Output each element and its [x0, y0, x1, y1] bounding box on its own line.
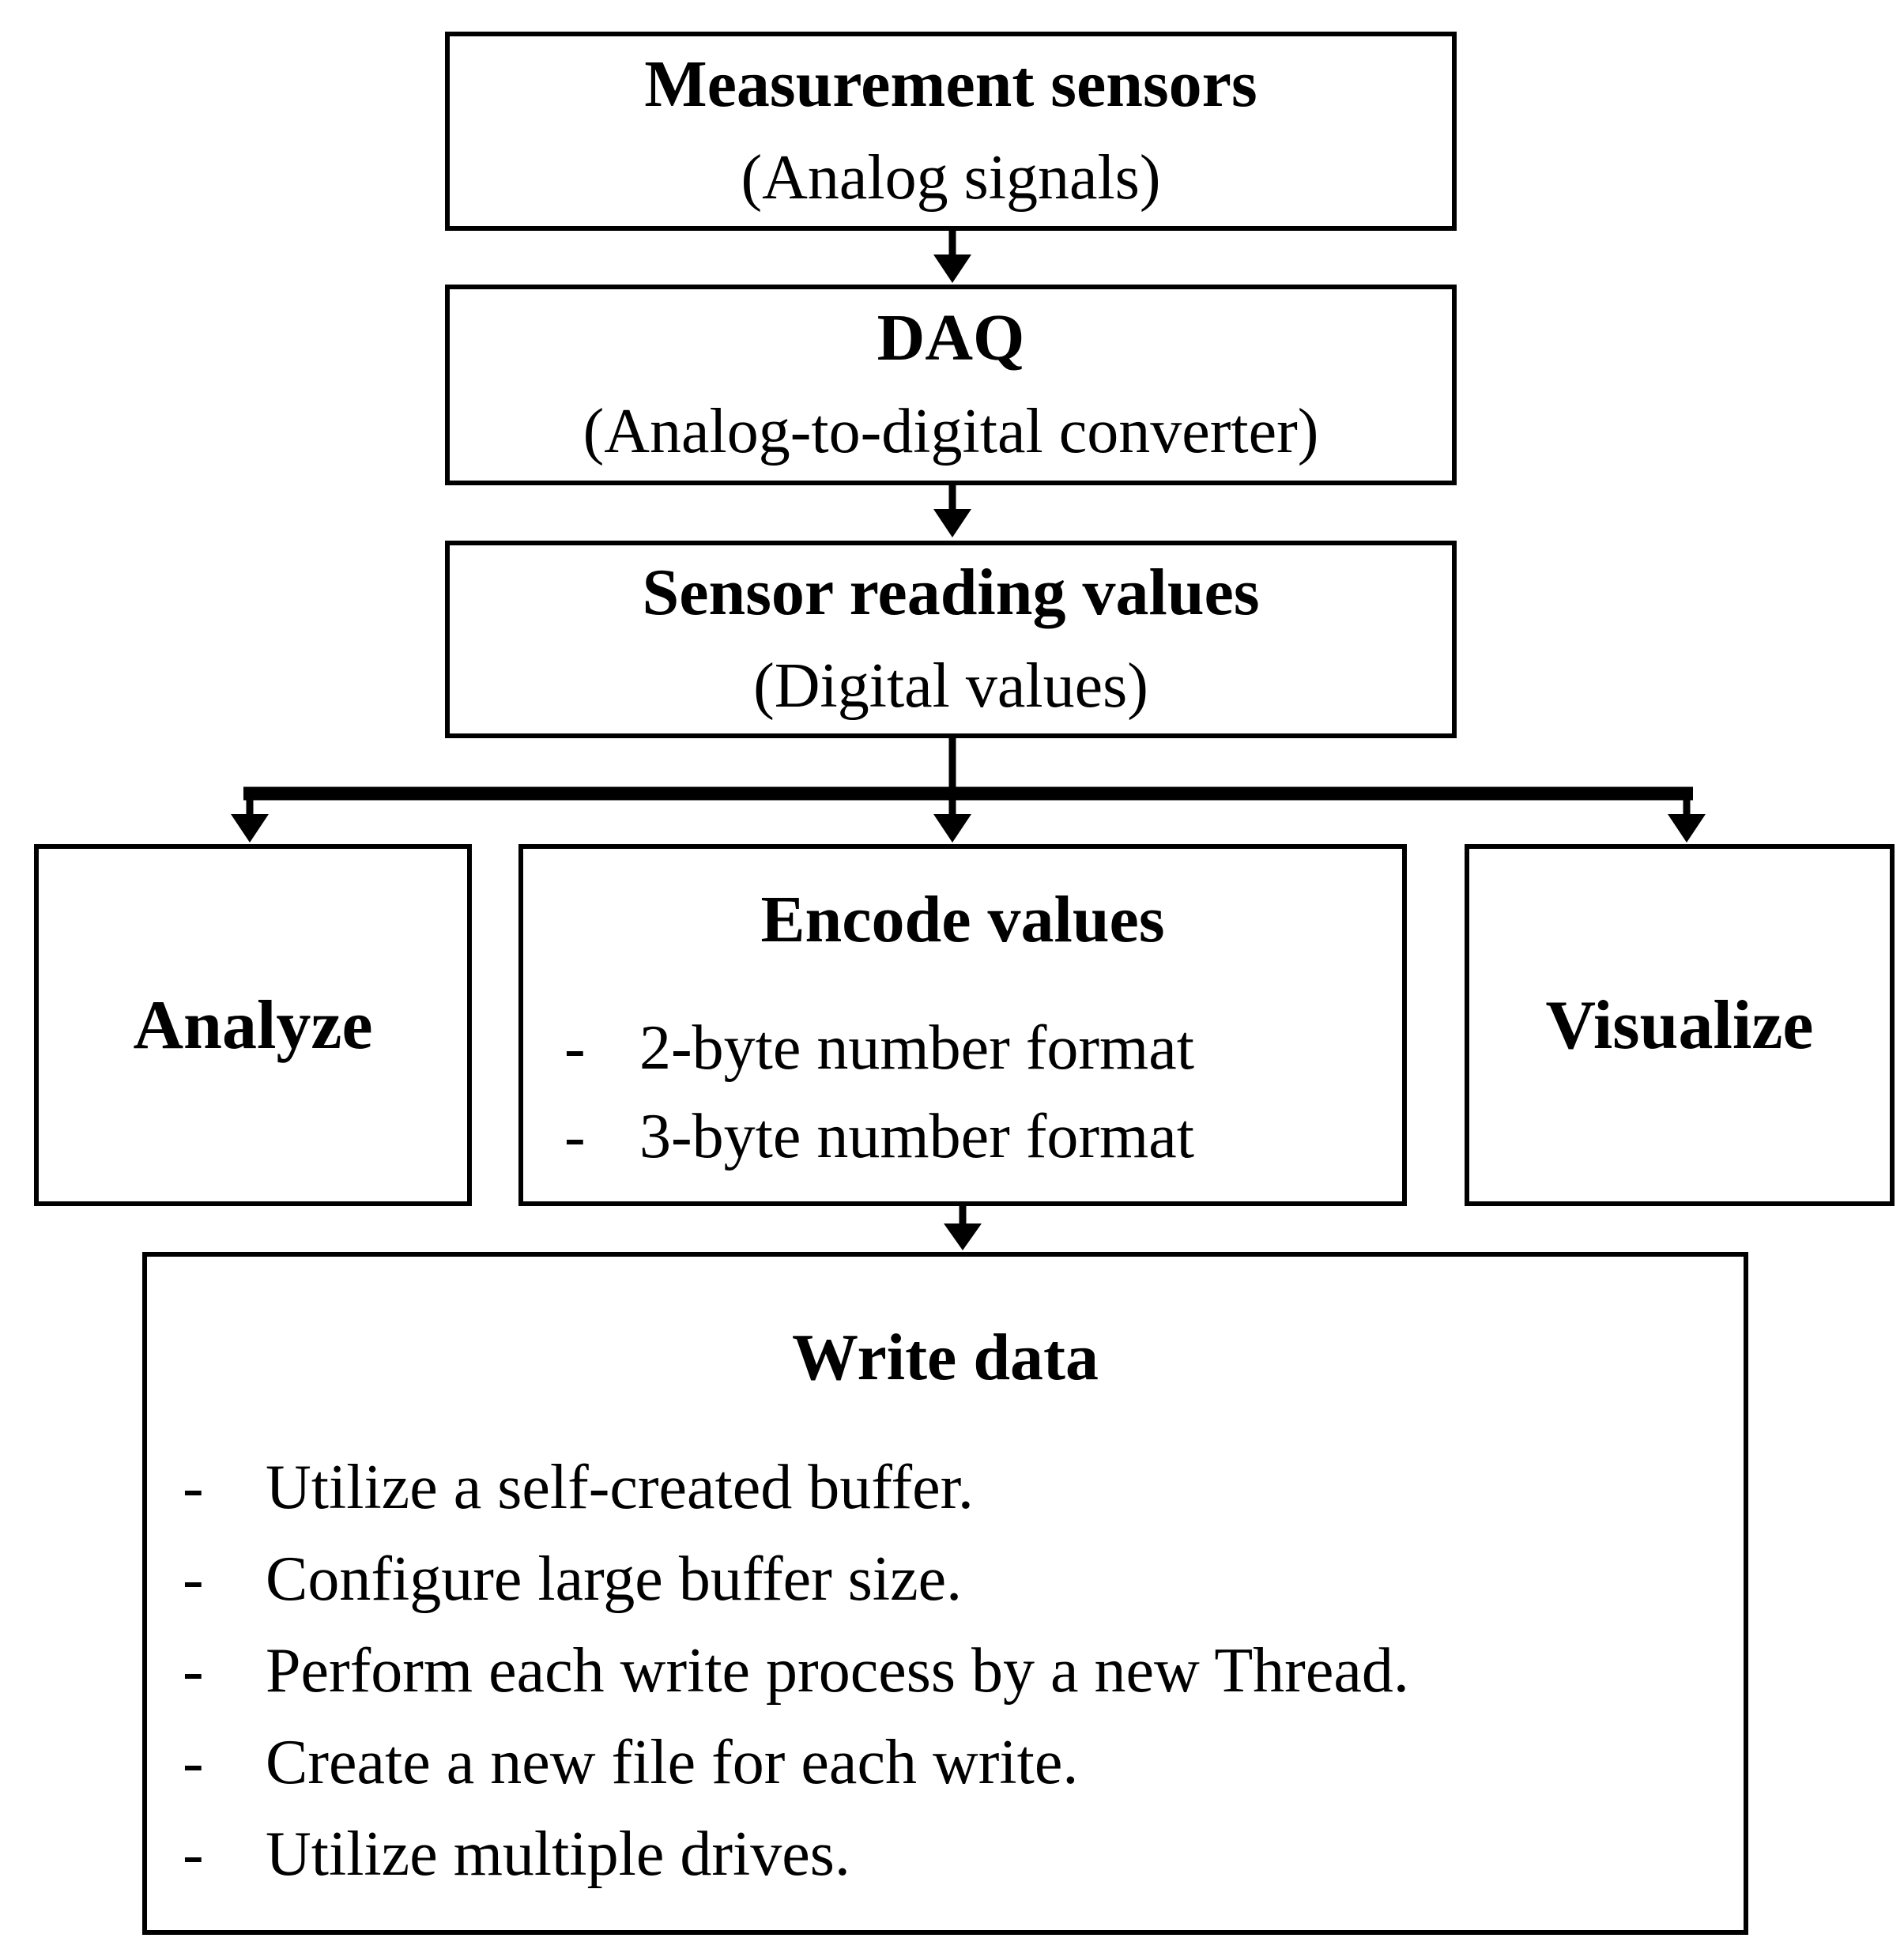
bullet-item: -2-byte number format — [564, 1004, 1402, 1092]
bullet-dash: - — [183, 1819, 204, 1889]
node-write-data: Write data -Utilize a self-created buffe… — [142, 1252, 1748, 1935]
bullet-text: Perform each write process by a new Thre… — [266, 1636, 1409, 1706]
arrowhead-down-icon — [231, 814, 269, 843]
bullet-item: -Create a new file for each write. — [183, 1717, 1744, 1808]
node-analyze: Analyze — [34, 844, 472, 1206]
bullet-dash: - — [183, 1728, 204, 1797]
bullet-dash: - — [564, 1102, 586, 1171]
node-measurement-sensors: Measurement sensors (Analog signals) — [445, 32, 1457, 231]
arrowhead-down-icon — [944, 1223, 982, 1250]
node-title: Encode values — [760, 883, 1165, 956]
node-sensor-reading-values: Sensor reading values (Digital values) — [445, 541, 1457, 738]
bullet-dash: - — [183, 1453, 204, 1522]
bullet-text: Configure large buffer size. — [266, 1544, 963, 1614]
node-encode-values: Encode values -2-byte number format-3-by… — [518, 844, 1407, 1206]
node-title: Visualize — [1545, 986, 1814, 1064]
bullet-item: -3-byte number format — [564, 1092, 1402, 1181]
node-title: Write data — [791, 1321, 1099, 1394]
node-subtitle: (Analog-to-digital converter) — [583, 397, 1319, 466]
node-title: Measurement sensors — [644, 47, 1257, 121]
arrowhead-down-icon — [933, 509, 971, 537]
node-subtitle: (Digital values) — [753, 651, 1148, 721]
node-visualize: Visualize — [1465, 844, 1895, 1206]
bullet-dash: - — [183, 1544, 204, 1614]
node-title: Analyze — [133, 986, 373, 1064]
bullet-item: -Utilize a self-created buffer. — [183, 1442, 1744, 1533]
arrow-daq-to-sensor — [933, 484, 971, 537]
bullet-item: -Utilize multiple drives. — [183, 1808, 1744, 1900]
bullet-dash: - — [183, 1636, 204, 1706]
arrowhead-down-icon — [933, 254, 971, 283]
node-title: DAQ — [877, 301, 1025, 375]
bullet-text: 2-byte number format — [639, 1013, 1194, 1083]
bullet-list: -2-byte number format-3-byte number form… — [523, 1004, 1402, 1181]
bullet-item: -Perform each write process by a new Thr… — [183, 1625, 1744, 1717]
bullet-text: Utilize a self-created buffer. — [266, 1453, 974, 1522]
arrow-measurement-to-daq — [933, 229, 971, 283]
branch-sensor-to-children — [231, 735, 1706, 843]
bullet-dash: - — [564, 1013, 586, 1083]
arrow-encode-to-write — [944, 1206, 982, 1250]
bullet-list: -Utilize a self-created buffer.-Configur… — [147, 1442, 1744, 1900]
arrowhead-down-icon — [1668, 814, 1706, 843]
bullet-text: Utilize multiple drives. — [266, 1819, 850, 1889]
node-title: Sensor reading values — [642, 556, 1260, 629]
arrowhead-down-icon — [933, 814, 971, 843]
bullet-text: 3-byte number format — [639, 1102, 1194, 1171]
bullet-text: Create a new file for each write. — [266, 1728, 1079, 1797]
node-daq: DAQ (Analog-to-digital converter) — [445, 285, 1457, 485]
node-subtitle: (Analog signals) — [741, 143, 1161, 213]
bullet-item: -Configure large buffer size. — [183, 1533, 1744, 1625]
